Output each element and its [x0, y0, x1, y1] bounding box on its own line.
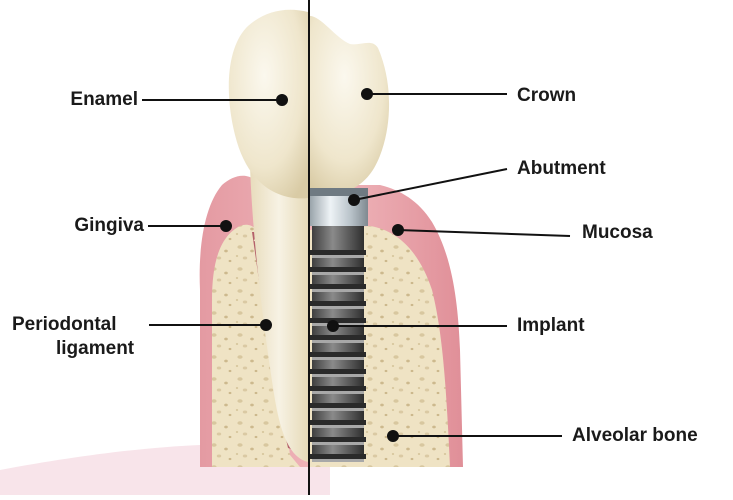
mucosa-label: Mucosa	[582, 221, 653, 245]
implant-thread	[310, 369, 366, 374]
implant-thread-highlight	[312, 306, 364, 309]
periodontal-label-line2: ligament	[12, 337, 134, 361]
enamel-dot	[277, 95, 287, 105]
implant-thread-highlight	[312, 391, 364, 394]
implant-thread-highlight	[312, 340, 364, 343]
periodontal-ligament-label: Periodontal ligament	[12, 313, 134, 361]
gingiva-label: Gingiva	[40, 214, 144, 238]
implant-thread-highlight	[312, 357, 364, 360]
implant-thread	[310, 437, 366, 442]
periodontal-label-line1: Periodontal	[12, 313, 134, 337]
implant-thread-highlight	[312, 442, 364, 445]
gingiva-dot	[221, 221, 231, 231]
implant-thread-highlight	[312, 374, 364, 377]
implant-thread-highlight	[312, 459, 364, 462]
abutment-dot	[349, 195, 359, 205]
implant-dot	[328, 321, 338, 331]
implant-thread	[310, 386, 366, 391]
alveolar-bone-label: Alveolar bone	[572, 424, 698, 448]
implant-thread-highlight	[312, 255, 364, 258]
enamel-crown	[229, 10, 308, 199]
implant-thread-highlight	[312, 408, 364, 411]
periodontal-dot	[261, 320, 271, 330]
abutment-leader	[354, 169, 507, 200]
implant-label: Implant	[517, 314, 585, 338]
implant-thread-highlight	[312, 272, 364, 275]
implant-thread	[310, 250, 366, 255]
implant-thread	[310, 352, 366, 357]
implant-crown	[308, 16, 389, 190]
crown-dot	[362, 89, 372, 99]
implant-thread	[310, 420, 366, 425]
implant-thread	[310, 301, 366, 306]
implant-thread	[310, 318, 366, 323]
alveolar-bone-dot	[388, 431, 398, 441]
implant-thread	[310, 284, 366, 289]
implant-thread-highlight	[312, 425, 364, 428]
abutment-label: Abutment	[517, 157, 606, 181]
implant-thread	[310, 335, 366, 340]
mucosa-dot	[393, 225, 403, 235]
implant-body	[310, 226, 366, 462]
implant-thread	[310, 454, 366, 459]
implant-thread	[310, 267, 366, 272]
implant-thread	[310, 403, 366, 408]
implant-thread-highlight	[312, 289, 364, 292]
enamel-label: Enamel	[46, 88, 138, 112]
crown-label: Crown	[517, 84, 576, 108]
